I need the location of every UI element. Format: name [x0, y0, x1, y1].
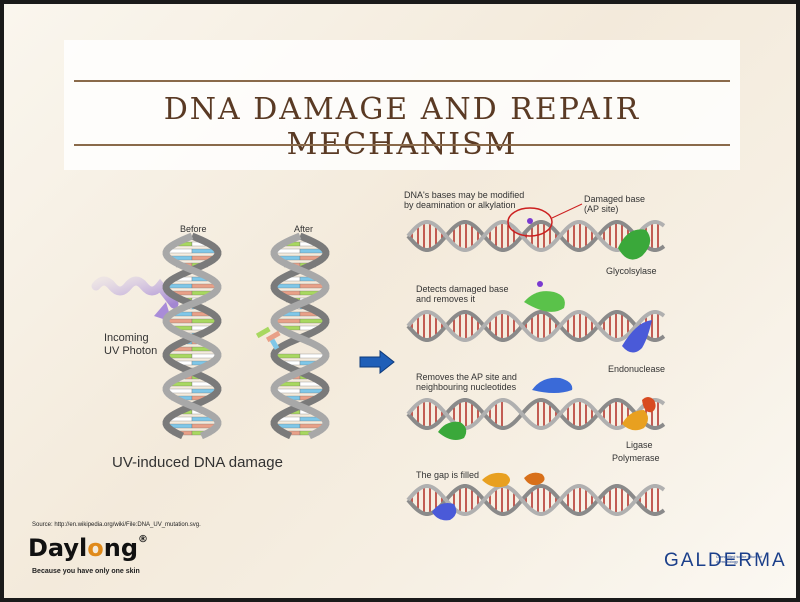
uv-label-line-1: Incoming [104, 332, 149, 344]
dna-backbone [406, 398, 666, 430]
step3-line-2: neighbouring nucleotides [416, 382, 517, 392]
dna-backbone [406, 398, 666, 430]
backbone-strand [162, 232, 222, 440]
base-pair-right [191, 318, 218, 324]
endonuclease-enzyme-icon [622, 320, 652, 353]
damaged-base-circle [507, 207, 553, 237]
glycosylase-enzyme-icon [618, 229, 651, 260]
callout-line-2: (AP site) [584, 204, 619, 214]
backbone-strand [270, 232, 330, 440]
step2-line-1: Detects damaged base [416, 284, 509, 294]
daylong-logo-part-1: Dayl [28, 534, 88, 562]
dna-backbone [406, 220, 666, 252]
dna-helix-before [162, 232, 222, 440]
diagram-canvas [91, 203, 666, 521]
dimer-base [265, 330, 281, 343]
daylong-logo-part-2: ng [103, 534, 139, 562]
title-rule-top [74, 80, 730, 82]
uv-label-line-2: UV Photon [104, 345, 158, 357]
filled-enzyme-c-icon [432, 503, 457, 521]
uv-photon-label: Incoming UV Photon [104, 332, 157, 358]
daylong-logo: Daylong® [28, 534, 148, 562]
dimer-base [255, 326, 271, 339]
daylong-trademark: ® [138, 534, 149, 545]
base-pair-left [166, 318, 193, 324]
uv-photon-wave [91, 276, 179, 309]
endonuclease-label: Endonuclease [608, 364, 666, 374]
dna-backbone [406, 484, 666, 516]
ligase-enzyme-icon [642, 397, 656, 413]
title-rule-bottom [74, 144, 730, 146]
step2-text: Detects damaged base and removes it [416, 284, 509, 304]
ligase-label: Ligase [626, 440, 653, 450]
green-enzyme-icon [438, 421, 467, 440]
excised-base-icon [537, 281, 543, 287]
step1-text: DNA's bases may be modified by deaminati… [404, 190, 524, 210]
callout-line-1: Damaged base [584, 194, 646, 204]
process-arrow [359, 349, 395, 375]
polymerase-label: Polymerase [612, 453, 660, 463]
galderma-tagline: Committed to the future of dermatology [716, 554, 763, 564]
step3-text: Removes the AP site and neighbouring nuc… [416, 372, 517, 392]
callout-line [551, 203, 583, 219]
step2-line-2: and removes it [416, 294, 476, 304]
before-label: Before [180, 224, 207, 234]
title-box: DNA Damage and Repair Mechanism [64, 40, 740, 170]
filled-enzyme-a-icon [482, 472, 510, 488]
endonuclease-active-icon [532, 377, 573, 393]
filled-enzyme-b-icon [524, 472, 545, 486]
step3-line-1: Removes the AP site and [416, 372, 517, 382]
step1-line-2: by deamination or alkylation [404, 200, 516, 210]
uv-damage-caption: UV-induced DNA damage [112, 454, 283, 471]
daylong-tagline: Because you have only one skin [32, 568, 140, 575]
after-label: After [294, 224, 314, 234]
damaged-base-icon [527, 218, 533, 224]
damaged-base-callout: Damaged base (AP site) [584, 194, 645, 214]
polymerase-enzyme-icon [622, 410, 648, 431]
base-pair-left [274, 318, 301, 324]
dna-helix-after [255, 232, 330, 440]
base-pair-right [299, 318, 326, 324]
source-citation: Source: http://en.wikipedia.org/wiki/Fil… [32, 522, 201, 528]
step1-line-1: DNA's bases may be modified [404, 190, 525, 200]
dna-backbone [406, 310, 666, 342]
slide: DNA Damage and Repair Mechanism [4, 4, 796, 598]
galderma-logo: GALDERMA [664, 550, 787, 571]
glycosylase-detect-icon [524, 291, 565, 312]
daylong-logo-o: o [87, 534, 104, 562]
step4-text: The gap is filled [416, 470, 480, 480]
dimer-base [269, 338, 280, 350]
glycosylase-label: Glycolsylase [606, 266, 657, 276]
dna-backbone [406, 310, 666, 342]
